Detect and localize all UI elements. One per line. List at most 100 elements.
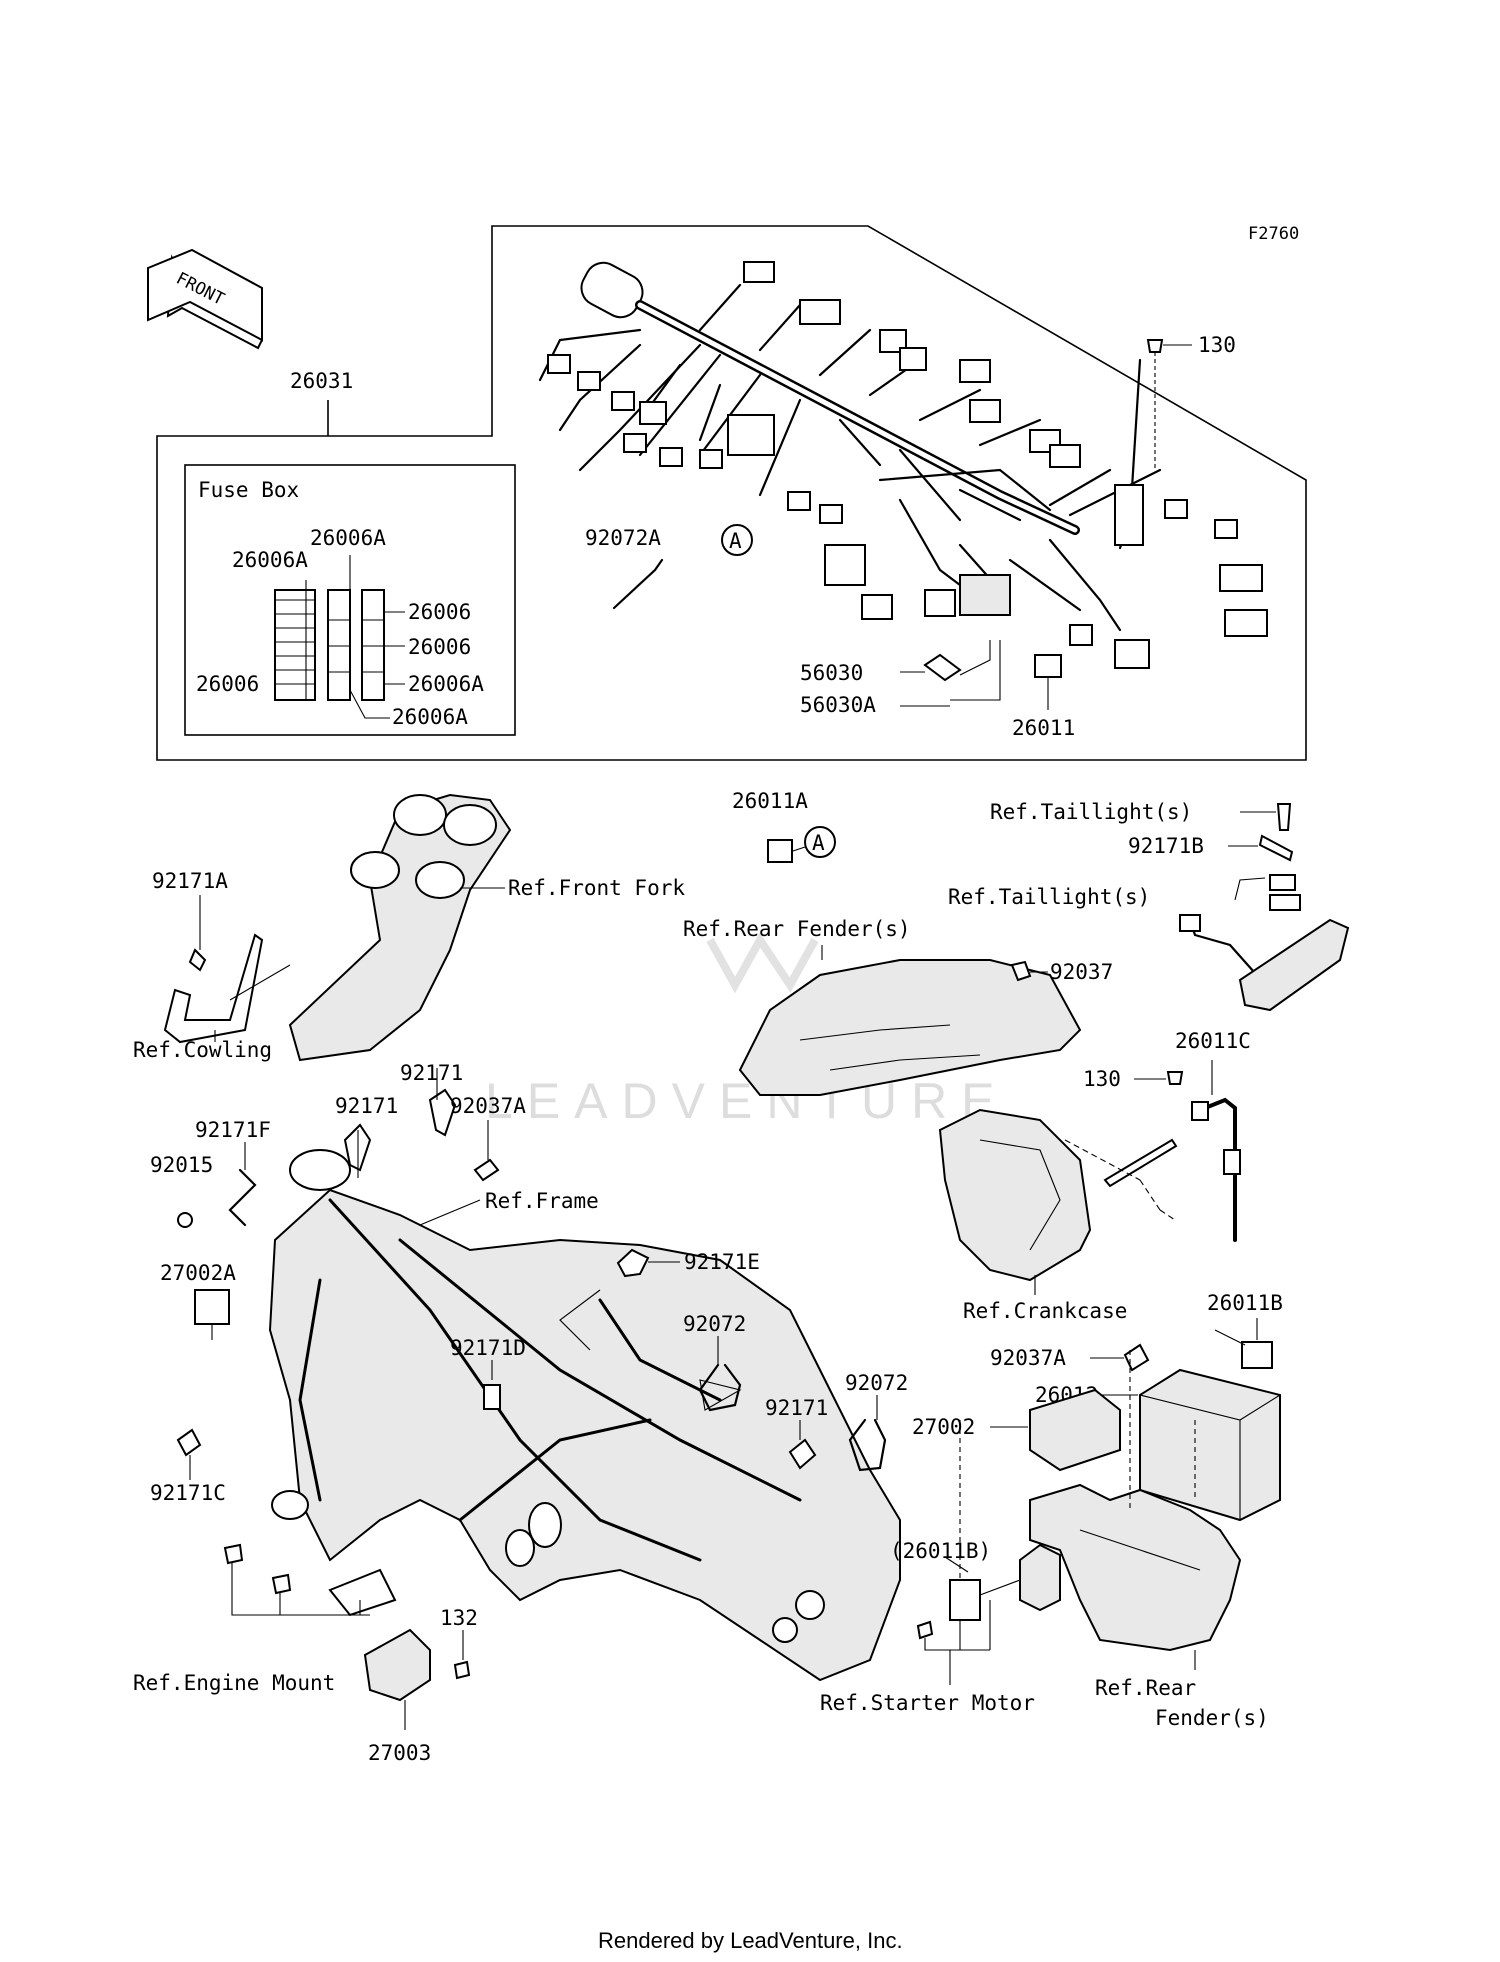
fuse-block-mid [327,589,351,701]
callout-a-harness-label: A [729,529,742,553]
label-ref-rear-fender-2b: Fender(s) [1155,1706,1269,1730]
engine-mount-bolts [223,1543,397,1617]
label-ref-frame: Ref.Frame [485,1189,599,1213]
cap-92037a-lower [1123,1343,1150,1372]
horn-27003 [363,1628,471,1730]
label-92171d: 92171D [450,1336,526,1360]
label-92171a: 92171A [152,869,228,893]
label-92171-upper: 92171 [400,1061,463,1085]
label-26011b-paren: (26011B) [890,1539,991,1563]
label-fuse-26006a-bottom: 26006A [392,705,468,729]
label-92171c: 92171C [150,1481,226,1505]
bolt-130-top [1146,339,1192,470]
label-fuse-26006-left: 26006 [196,672,259,696]
label-92072-b: 92072 [845,1371,908,1395]
label-130-top: 130 [1198,333,1236,357]
watermark-text: LEADVENTURE [485,1073,1009,1129]
label-56030: 56030 [800,661,863,685]
label-56030a: 56030A [800,693,876,717]
label-ref-starter-motor: Ref.Starter Motor [820,1691,1035,1715]
label-92171e: 92171E [684,1250,760,1274]
label-92037a-lower: 92037A [990,1346,1066,1370]
label-ref-cowling: Ref.Cowling [133,1038,272,1062]
connector-26011b [1241,1341,1273,1369]
main-wiring-harness [538,261,1268,669]
callout-a-connector [804,826,836,858]
cap-92037a [473,1158,500,1182]
relay-27002a [194,1289,230,1325]
clamp-92171-lower [788,1438,817,1470]
clamp-92171-right [428,1088,457,1137]
clamp-92171d [483,1384,501,1410]
label-92015: 92015 [150,1153,213,1177]
clamp-92171c [176,1428,202,1457]
junction-box [959,574,1011,616]
label-ref-taillight-2: Ref.Taillight(s) [948,885,1150,909]
callout-a-harness [721,524,753,556]
label-fuse-26006a-top: 26006A [310,526,386,550]
label-92072a: 92072A [585,526,661,550]
ecu-27002 [1029,1388,1121,1472]
bolt-130-lower [1166,1071,1184,1085]
label-92171-lower: 92171 [765,1396,828,1420]
label-fuse-26006a-left: 26006A [232,548,308,572]
label-92171-upper-left: 92171 [335,1094,398,1118]
label-ref-rear-fender-1: Ref.Rear Fender(s) [683,917,911,941]
fuse-box-title: Fuse Box [198,478,299,502]
rear-fender-lower [1029,1483,1242,1652]
label-130-lower: 130 [1083,1067,1121,1091]
battery-cable-26011c [1191,1060,1241,1242]
label-26011b: 26011B [1207,1291,1283,1315]
nut-92015 [177,1212,193,1228]
label-92037a-top: 92037A [450,1094,526,1118]
label-132: 132 [440,1606,478,1630]
label-92072-a: 92072 [683,1312,746,1336]
label-26011c: 26011C [1175,1029,1251,1053]
label-92037: 92037 [1050,960,1113,984]
fuse-box-group: Fuse Box [184,464,516,736]
battery [1139,1368,1281,1522]
label-26011a: 26011A [732,789,808,813]
label-26011: 26011 [1012,716,1075,740]
label-ref-front-fork: Ref.Front Fork [508,876,685,900]
label-fuse-26006a-3: 26006A [408,672,484,696]
label-92171b: 92171B [1128,834,1204,858]
label-27002: 27002 [912,1415,975,1439]
connector-relay [824,544,866,586]
rear-fender-upper [738,945,1082,1096]
cowling-bracket [163,933,291,1044]
connector-26011 [1034,654,1062,678]
starter-relay-assembly [916,1420,1061,1651]
fuse-block-right [361,589,385,701]
label-27003: 27003 [368,1741,431,1765]
clamp-92171e [616,1248,650,1278]
connector-26011a [767,839,793,863]
label-fuse-26006-2: 26006 [408,635,471,659]
cable-tie-92072a [612,558,664,610]
label-fuse-26006-1: 26006 [408,600,471,624]
cable-tie-92072-a [698,1363,742,1412]
diagram-code: F2760 [1248,224,1299,244]
label-27002a: 27002A [160,1261,236,1285]
clamp-92171f [228,1168,257,1227]
taillight-assembly [1179,803,1350,1012]
cable-tie-92072-b [848,1418,887,1472]
fuse-box-frame [184,464,516,736]
footer-credit: Rendered by LeadVenture, Inc. [598,1928,903,1953]
crankcase-cover [938,1108,1092,1295]
front-fork-assembly [288,793,512,1062]
label-ref-taillight-1: Ref.Taillight(s) [990,800,1192,824]
harness-box [156,225,1307,761]
label-ref-crankcase: Ref.Crankcase [963,1299,1127,1323]
label-ref-engine-mount: Ref.Engine Mount [133,1671,335,1695]
callout-a-connector-label: A [812,831,825,855]
fuse-block-left [274,589,316,701]
label-92171f: 92171F [195,1118,271,1142]
watermark: LEADVENTURE [485,932,1009,1129]
connector-large [727,414,775,456]
frame [268,1149,901,1682]
label-ref-rear-fender-2a: Ref.Rear [1095,1676,1196,1700]
front-arrow-icon: FRONT [147,248,264,350]
label-26031: 26031 [290,369,353,393]
